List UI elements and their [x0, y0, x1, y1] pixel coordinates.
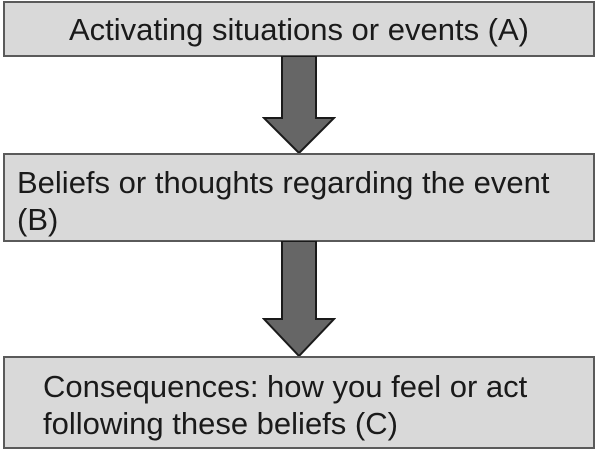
consequences-label: Consequences: how you feel or act follow…	[43, 369, 528, 441]
consequences-box: Consequences: how you feel or act follow…	[3, 356, 595, 449]
beliefs-label: Beliefs or thoughts regarding the event …	[17, 165, 550, 237]
arrow-a-to-b-icon	[262, 56, 336, 154]
arrow-b-to-c-icon	[262, 241, 336, 357]
activating-event-box: Activating situations or events (A)	[3, 1, 595, 57]
beliefs-box: Beliefs or thoughts regarding the event …	[3, 153, 595, 242]
activating-event-label: Activating situations or events (A)	[68, 12, 530, 47]
